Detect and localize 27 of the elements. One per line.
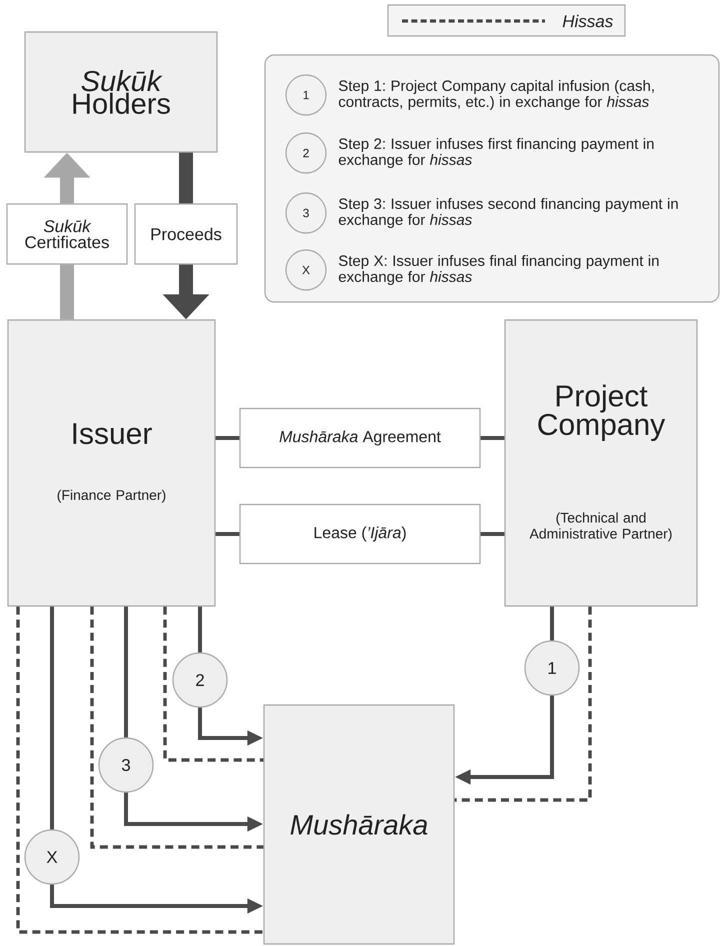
connector-line	[16, 606, 264, 934]
connector-line	[50, 606, 54, 830]
connector-line	[60, 264, 74, 320]
connector-line	[480, 436, 504, 440]
entity-box: Sukūk Holders	[24, 31, 218, 153]
connector-line	[198, 606, 202, 652]
label-box: Sukūk Certificates	[6, 203, 128, 265]
entity-box: Issuer (Finance Partner)	[7, 319, 216, 607]
connector-line	[480, 532, 504, 536]
step-description: Step 1: Project Company capital infusion (cash, contracts, permits, etc.) in exchange for hissas	[338, 80, 654, 110]
connector-line	[124, 606, 128, 738]
entity-box: Mushāraka	[263, 704, 455, 945]
connector-line	[179, 152, 193, 204]
step-description: Step 3: Issuer infuses second financing payment in exchange for hissas	[338, 198, 678, 228]
step-description: Step 2: Issuer infuses first financing payment in exchange for hissas	[338, 138, 654, 168]
agreement-box: Lease (’Ijāra)	[239, 504, 481, 564]
connector-line	[90, 606, 264, 849]
connector-line	[454, 606, 592, 802]
connector-line	[550, 606, 554, 640]
label-box: Proceeds	[134, 203, 238, 265]
legend-box: Hissas	[387, 4, 626, 37]
step-description: Step X: Issuer infuses final financing payment in exchange for hissas	[338, 255, 658, 285]
entity-box: Project Company (Technical and Administrative Partner)	[504, 319, 698, 607]
agreement-box: Mushāraka Agreement	[239, 408, 481, 468]
connector-line	[216, 436, 240, 440]
connector-line	[163, 606, 264, 762]
connector-line	[216, 532, 240, 536]
